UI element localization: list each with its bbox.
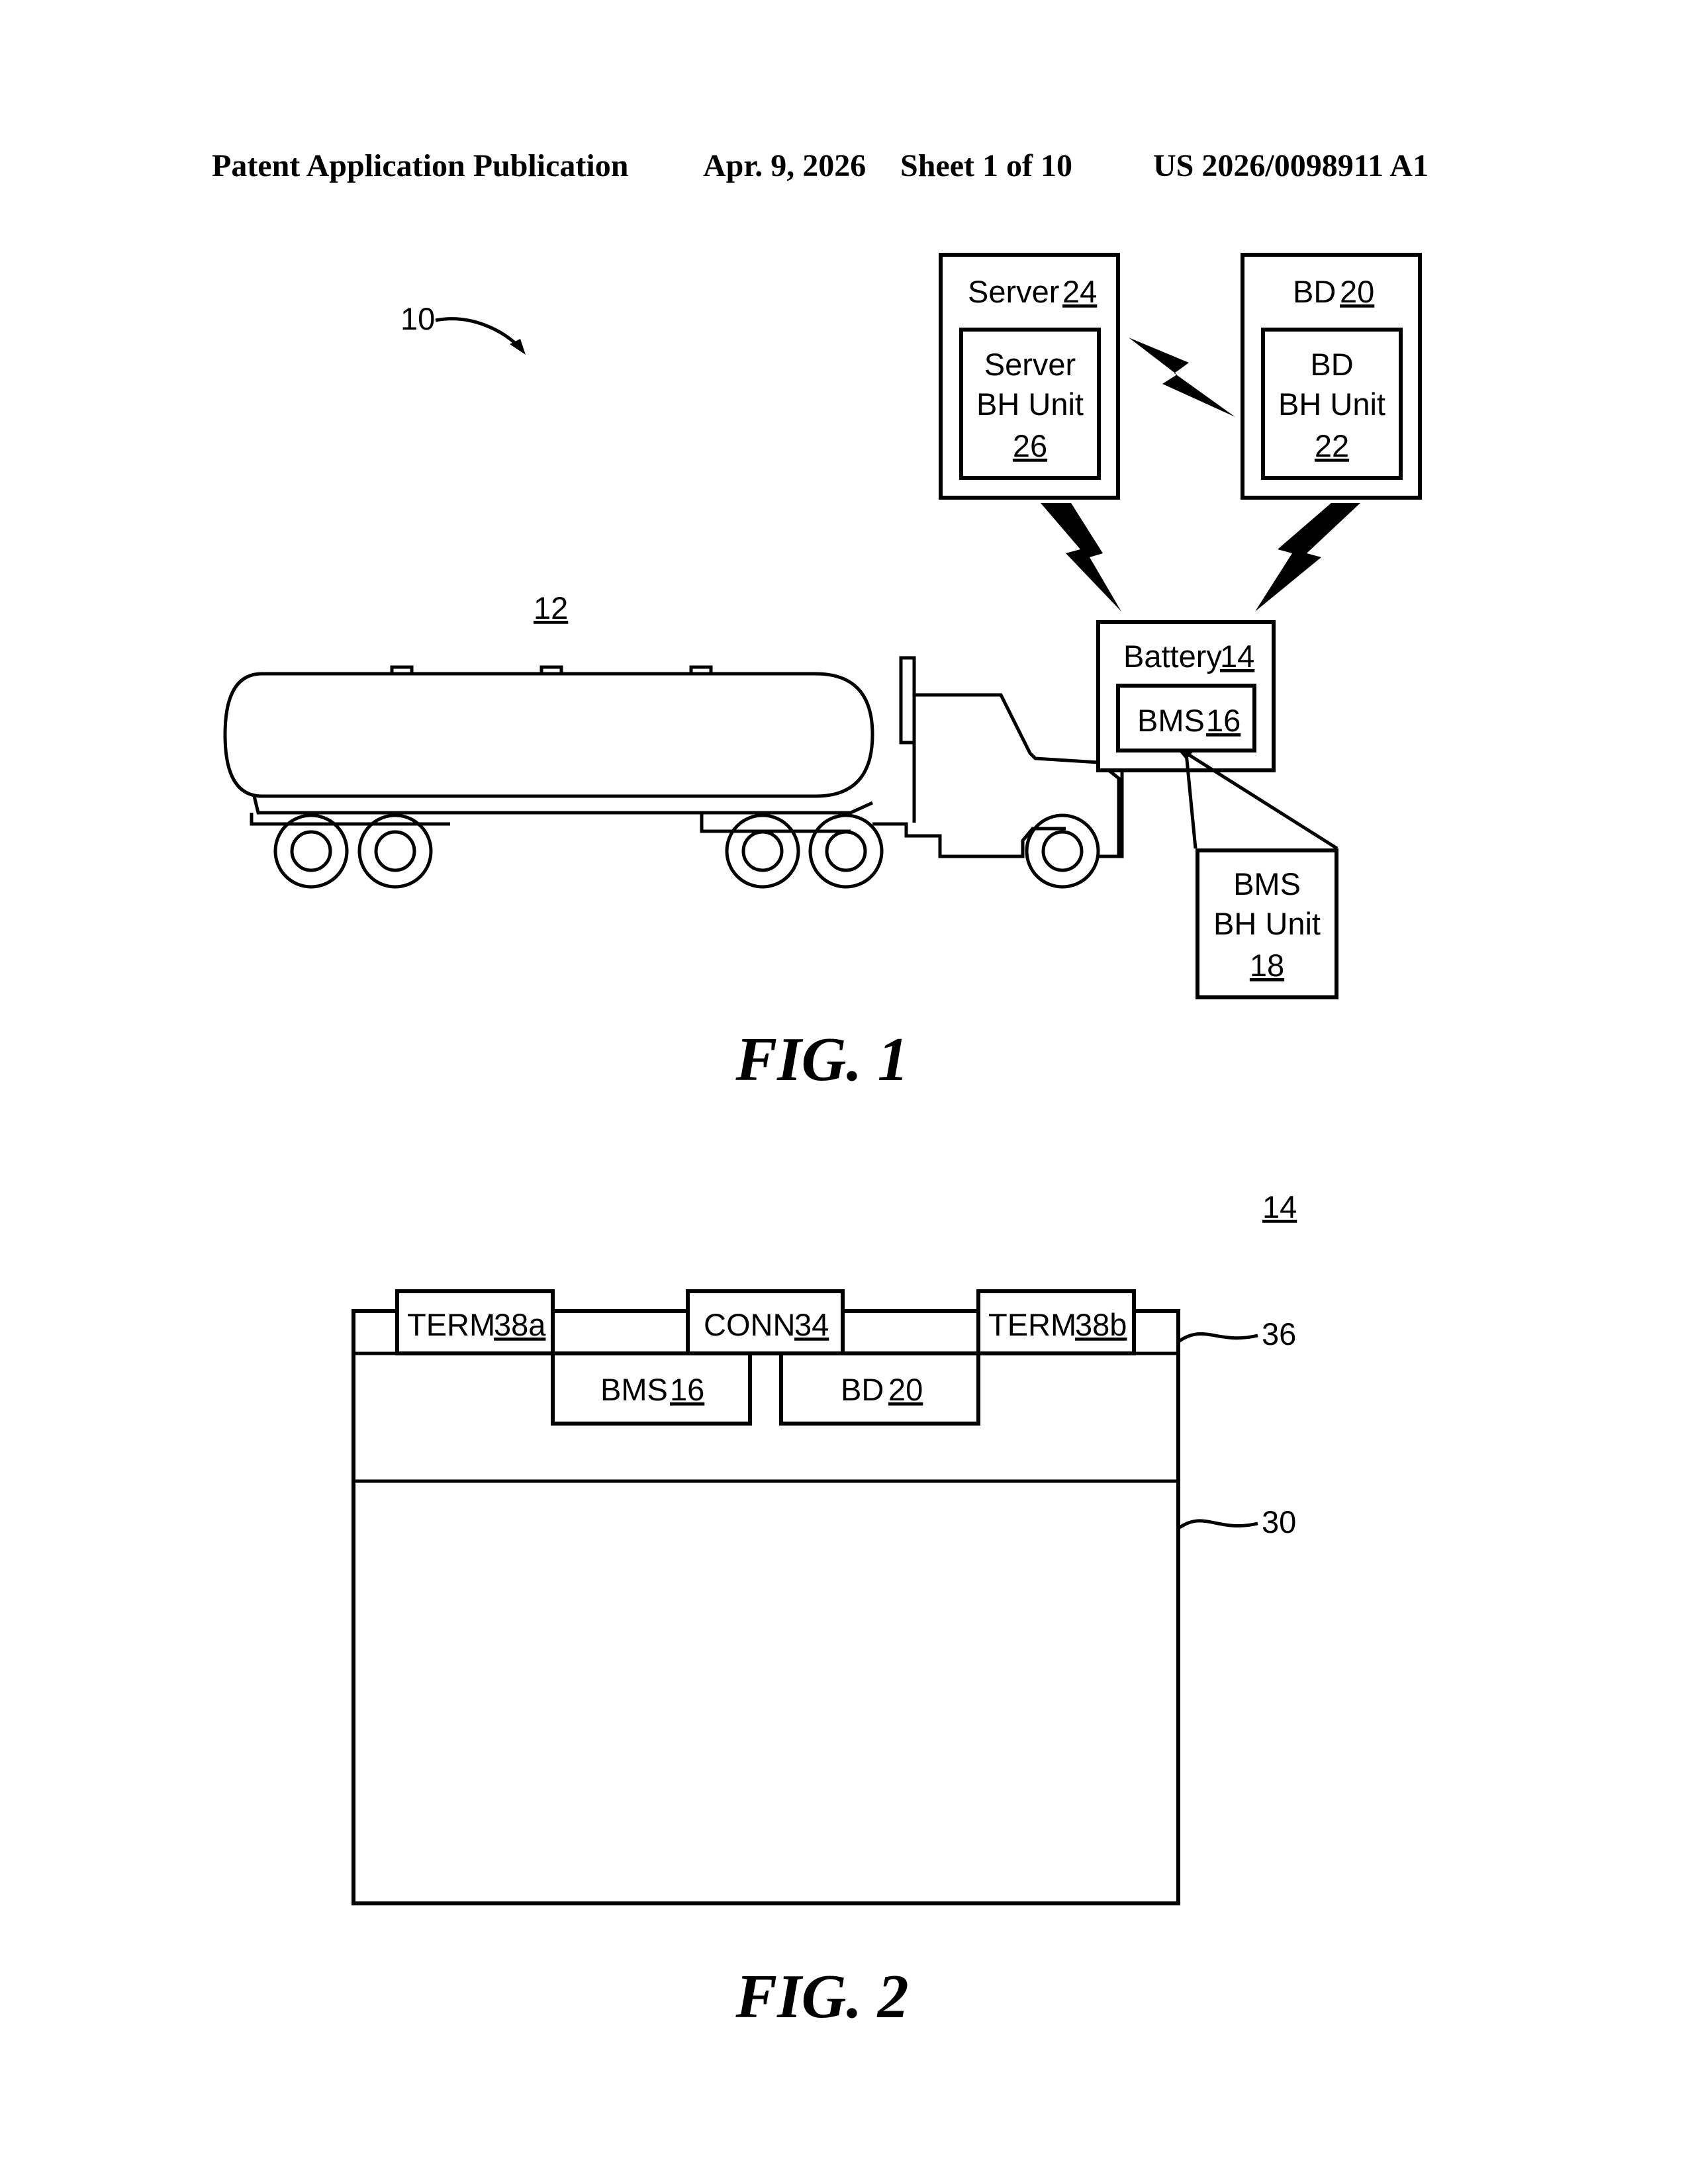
- battery-ref-14: 14: [1262, 1189, 1297, 1224]
- bms-ref: 16: [670, 1372, 704, 1407]
- bms-label: BMS: [600, 1372, 668, 1407]
- bd-ref: 20: [1340, 274, 1374, 309]
- connector-34: CONN 34: [688, 1291, 843, 1353]
- tanker-truck-illustration: [225, 658, 1119, 887]
- figure-2-caption: FIG. 2: [735, 1962, 908, 2031]
- term-a-ref: 38a: [494, 1307, 546, 1342]
- lid-ref-36: 36: [1262, 1316, 1296, 1351]
- lid-leader-line: [1180, 1334, 1258, 1341]
- figure-1-caption: FIG. 1: [735, 1025, 908, 1094]
- battery-housing: [353, 1311, 1178, 1903]
- sheet-number: Sheet 1 of 10: [900, 148, 1072, 183]
- bd-bh-unit-line2: BH Unit: [1278, 387, 1385, 422]
- server-bh-unit-line2: BH Unit: [976, 387, 1084, 422]
- bd-box: BD 20 BD BH Unit 22: [1243, 255, 1420, 498]
- server-label: Server: [968, 274, 1059, 309]
- publication-label: Patent Application Publication: [212, 148, 628, 183]
- wireless-link-icon: [1129, 338, 1235, 417]
- figure-2: 14 TERM 38a CONN 34 TERM 38b BMS 1: [353, 1189, 1297, 2031]
- conn-label: CONN: [704, 1307, 795, 1342]
- tank-body: [225, 674, 872, 796]
- conn-ref: 34: [794, 1307, 829, 1342]
- term-b-ref: 38b: [1075, 1307, 1127, 1342]
- bms-ref: 16: [1206, 703, 1241, 738]
- bms-label: BMS: [1137, 703, 1205, 738]
- term-b-label: TERM: [988, 1307, 1076, 1342]
- server-ref: 24: [1062, 274, 1097, 309]
- bd-bh-unit-line1: BD: [1310, 347, 1353, 382]
- battery-ref: 14: [1220, 639, 1254, 674]
- housing-leader-line: [1180, 1521, 1258, 1527]
- vehicle-ref-12: 12: [534, 590, 568, 625]
- bms-bh-unit-box: BMS BH Unit 18: [1197, 850, 1336, 997]
- publication-number: US 2026/0098911 A1: [1153, 148, 1429, 183]
- system-ref-10: 10: [400, 301, 435, 336]
- bms-module: BMS 16: [553, 1353, 750, 1424]
- publication-date: Apr. 9, 2026: [703, 148, 866, 183]
- bms-bh-unit-ref: 18: [1250, 948, 1284, 983]
- battery-label: Battery: [1123, 639, 1222, 674]
- bd-ref: 20: [888, 1372, 923, 1407]
- bd-bh-unit-ref: 22: [1315, 428, 1349, 463]
- system-ref-arrow: [436, 319, 522, 349]
- server-bh-unit-ref: 26: [1013, 428, 1047, 463]
- bms-bh-unit-line2: BH Unit: [1213, 906, 1321, 941]
- housing-ref-30: 30: [1262, 1504, 1296, 1539]
- wireless-link-icon: [1041, 503, 1121, 612]
- battery-box: Battery 14 BMS 16: [1098, 622, 1274, 770]
- bd-label: BD: [841, 1372, 884, 1407]
- server-bh-unit-line1: Server: [984, 347, 1076, 382]
- terminal-38b: TERM 38b: [978, 1291, 1134, 1353]
- bms-bh-unit-line1: BMS: [1233, 866, 1301, 901]
- page-header: Patent Application Publication Apr. 9, 2…: [212, 148, 1429, 183]
- wireless-link-icon: [1255, 503, 1360, 612]
- server-box: Server 24 Server BH Unit 26: [941, 255, 1118, 498]
- bd-module: BD 20: [781, 1353, 978, 1424]
- term-a-label: TERM: [407, 1307, 495, 1342]
- terminal-38a: TERM 38a: [397, 1291, 553, 1353]
- bd-label: BD: [1293, 274, 1336, 309]
- figure-1: 10 12: [225, 255, 1420, 1094]
